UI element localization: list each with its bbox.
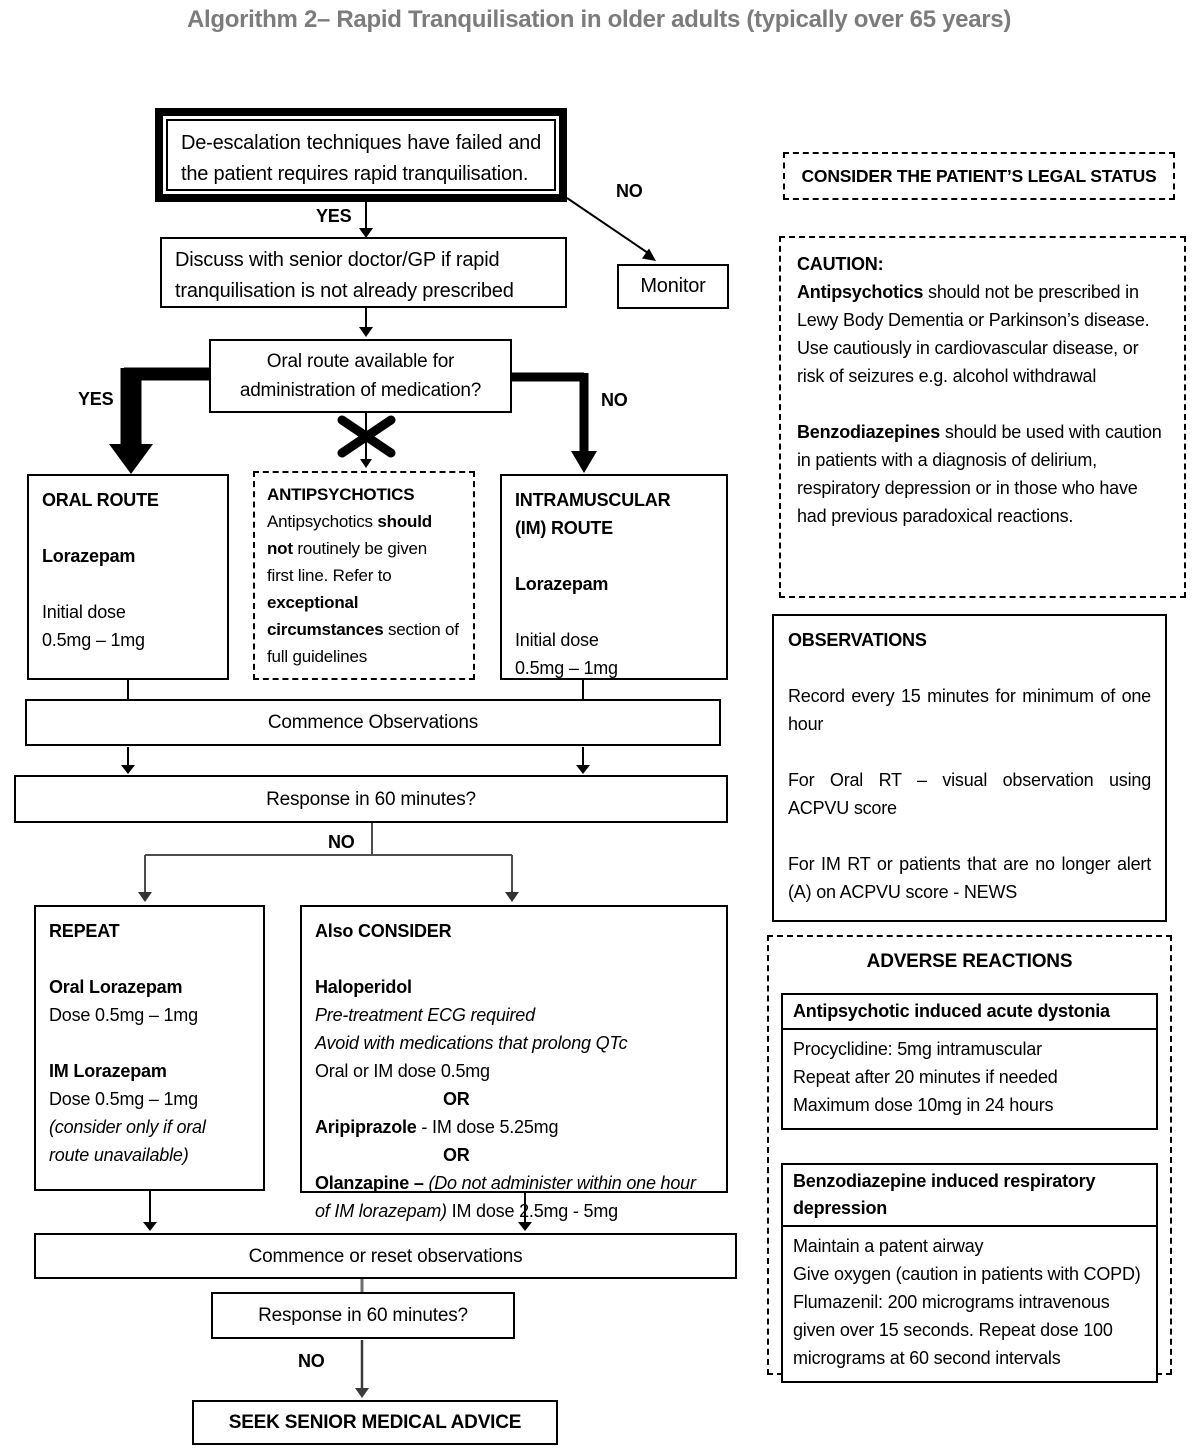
adverse-respiratory-box: Benzodiazepine induced respiratory depre… — [781, 1163, 1158, 1383]
arrow-commence-response-right — [576, 747, 590, 774]
adverse-dystonia-header: Antipsychotic induced acute dystonia — [783, 995, 1156, 1030]
label-no-4: NO — [298, 1351, 325, 1371]
page-title: Algorithm 2– Rapid Tranquilisation in ol… — [186, 6, 1012, 33]
arrow-consider-commence2 — [518, 1193, 532, 1231]
adverse-respiratory-header: Benzodiazepine induced respiratory depre… — [783, 1165, 1156, 1227]
arrow-crossed-antipsychotics — [337, 413, 396, 468]
arrow-deescalation-discuss — [359, 202, 373, 238]
adverse-reactions-title: ADVERSE REACTIONS — [866, 951, 1073, 972]
node-monitor: Monitor — [617, 264, 729, 309]
node-discuss-senior-doctor: Discuss with senior doctor/GP if rapid t… — [160, 237, 567, 308]
sidebar-adverse-reactions: ADVERSE REACTIONS Antipsychotic induced … — [767, 935, 1172, 1383]
arrow-no-im-route — [511, 372, 597, 473]
node-oral-route-question: Oral route available for administration … — [209, 339, 512, 413]
node-deescalation-failed: De-escalation techniques have failed and… — [155, 108, 567, 202]
arrow-no-monitor — [566, 197, 656, 261]
arrow-response2-seek — [355, 1340, 369, 1398]
sidebar-legal-status: CONSIDER THE PATIENT’S LEGAL STATUS — [783, 152, 1175, 200]
sidebar-observations: OBSERVATIONS Record every 15 minutes for… — [772, 614, 1167, 922]
label-yes-1: YES — [316, 206, 352, 226]
label-no-1: NO — [616, 181, 643, 201]
arrow-commence-response-left — [121, 747, 135, 774]
arrow-yes-oral-route — [109, 367, 209, 474]
arrow-discuss-oralquestion — [359, 308, 373, 337]
arrow-repeat-commence2 — [143, 1191, 157, 1231]
label-no-3: NO — [328, 832, 355, 852]
split-no-branch — [138, 823, 519, 902]
adverse-dystonia-box: Antipsychotic induced acute dystonia Pro… — [781, 993, 1158, 1130]
node-response-60min-1: Response in 60 minutes? — [14, 775, 728, 823]
label-no-2: NO — [601, 390, 628, 410]
sidebar-caution: CAUTION:Antipsychotics should not be pre… — [779, 236, 1186, 598]
node-seek-senior-advice: SEEK SENIOR MEDICAL ADVICE — [192, 1400, 558, 1445]
node-commence-reset-observations: Commence or reset observations — [34, 1233, 737, 1279]
node-response-60min-2: Response in 60 minutes? — [211, 1292, 515, 1339]
node-im-route: INTRAMUSCULAR(IM) ROUTE Lorazepam Initia… — [500, 474, 728, 680]
node-deescalation-text: De-escalation techniques have failed and… — [166, 119, 556, 191]
label-yes-2: YES — [78, 389, 114, 409]
node-commence-observations: Commence Observations — [25, 699, 721, 746]
